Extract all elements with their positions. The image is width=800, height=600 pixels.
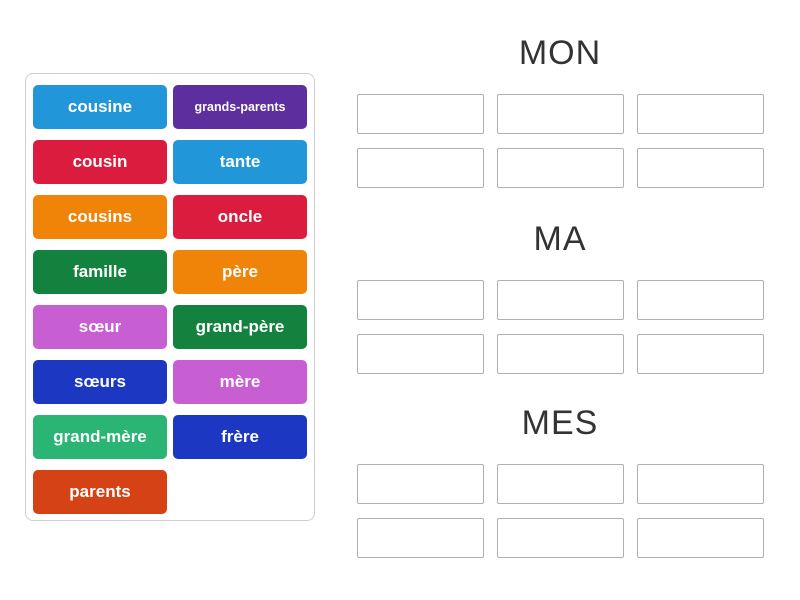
drop-slot[interactable] — [496, 148, 624, 188]
group-ma: MA — [340, 219, 780, 374]
drop-slot[interactable] — [496, 334, 624, 374]
drop-slot[interactable] — [356, 334, 484, 374]
group-title-mon: MON — [518, 34, 602, 72]
word-tile-grand-pe-re[interactable]: grand-père — [173, 305, 307, 349]
word-tile-pe-re[interactable]: père — [173, 250, 307, 294]
group-mon: MON — [340, 33, 780, 188]
word-tile-cousine[interactable]: cousine — [33, 85, 167, 129]
word-tile-grands-parents[interactable]: grands-parents — [173, 85, 307, 129]
word-tile-parents[interactable]: parents — [33, 470, 167, 514]
group-title-ma: MA — [533, 220, 587, 258]
drop-slot[interactable] — [636, 334, 764, 374]
drop-slot[interactable] — [356, 148, 484, 188]
drop-slot[interactable] — [636, 518, 764, 558]
drop-slot[interactable] — [356, 518, 484, 558]
drop-slot[interactable] — [636, 280, 764, 320]
drop-slot[interactable] — [636, 464, 764, 504]
group-title-mes: MES — [521, 404, 599, 442]
word-tile-me-re[interactable]: mère — [173, 360, 307, 404]
drop-slot[interactable] — [496, 94, 624, 134]
slot-grid — [340, 94, 780, 188]
slot-grid — [340, 280, 780, 374]
drop-slot[interactable] — [356, 464, 484, 504]
drop-slot[interactable] — [496, 464, 624, 504]
drop-slot[interactable] — [496, 280, 624, 320]
group-mes: MES — [340, 403, 780, 558]
drop-slot[interactable] — [356, 280, 484, 320]
word-tile-s-urs[interactable]: sœurs — [33, 360, 167, 404]
slot-grid — [340, 464, 780, 558]
drop-slot[interactable] — [356, 94, 484, 134]
drop-slot[interactable] — [496, 518, 624, 558]
word-tile-oncle[interactable]: oncle — [173, 195, 307, 239]
word-tile-cousins[interactable]: cousins — [33, 195, 167, 239]
word-tile-cousin[interactable]: cousin — [33, 140, 167, 184]
drop-slot[interactable] — [636, 94, 764, 134]
word-tile-s-ur[interactable]: sœur — [33, 305, 167, 349]
drop-slot[interactable] — [636, 148, 764, 188]
word-tile-grand-me-re[interactable]: grand-mère — [33, 415, 167, 459]
word-tile-famille[interactable]: famille — [33, 250, 167, 294]
word-tile-fre-re[interactable]: frère — [173, 415, 307, 459]
word-tile-tante[interactable]: tante — [173, 140, 307, 184]
